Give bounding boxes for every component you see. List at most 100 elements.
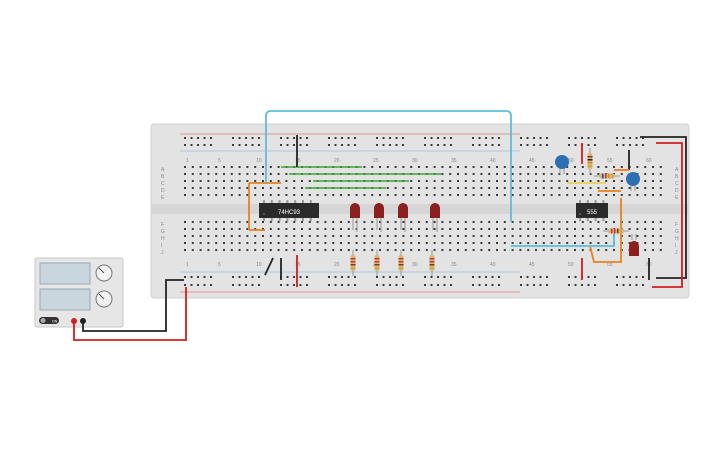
breadboard-hole[interactable] [207,173,210,175]
breadboard-hole[interactable] [605,166,608,168]
breadboard-hole[interactable] [433,242,436,244]
breadboard-hole[interactable] [386,235,389,237]
breadboard-hole[interactable] [199,221,202,223]
breadboard-hole[interactable] [443,144,446,146]
breadboard-hole[interactable] [566,194,569,196]
breadboard-hole[interactable] [498,137,500,139]
resistor-icon[interactable] [429,250,435,276]
breadboard-hole[interactable] [410,228,413,230]
breadboard-hole[interactable] [389,137,391,139]
breadboard-hole[interactable] [379,249,381,251]
breadboard-hole[interactable] [308,228,311,230]
breadboard-hole[interactable] [635,284,638,286]
breadboard-hole[interactable] [425,180,428,182]
breadboard-hole[interactable] [410,221,413,223]
breadboard-hole[interactable] [441,166,444,168]
breadboard-hole[interactable] [636,235,639,237]
breadboard-hole[interactable] [354,144,356,146]
breadboard-hole[interactable] [332,249,335,251]
breadboard-hole[interactable] [581,180,584,182]
psu-ground-wire[interactable] [82,279,184,332]
breadboard-hole[interactable] [340,228,342,230]
breadboard-hole[interactable] [480,194,483,196]
breadboard-hole[interactable] [464,249,467,251]
breadboard-hole[interactable] [659,194,662,196]
breadboard-hole[interactable] [286,144,289,146]
breadboard-hole[interactable] [511,228,514,230]
breadboard-hole[interactable] [246,221,249,223]
breadboard-hole[interactable] [402,249,405,251]
breadboard-hole[interactable] [184,194,186,196]
breadboard-hole[interactable] [526,144,529,146]
breadboard-hole[interactable] [589,187,592,189]
breadboard-hole[interactable] [199,187,202,189]
breadboard-hole[interactable] [496,235,498,237]
breadboard-hole[interactable] [203,137,206,139]
breadboard-hole[interactable] [232,137,234,139]
breadboard-hole[interactable] [232,144,234,146]
breadboard-hole[interactable] [449,173,452,175]
breadboard-hole[interactable] [542,242,545,244]
breadboard-hole[interactable] [230,166,233,168]
breadboard-hole[interactable] [418,194,420,196]
breadboard-hole[interactable] [587,276,590,278]
breadboard-hole[interactable] [587,144,590,146]
breadboard-hole[interactable] [539,144,542,146]
breadboard-hole[interactable] [245,284,247,286]
breadboard-hole[interactable] [511,221,514,223]
breadboard-hole[interactable] [441,221,444,223]
breadboard-hole[interactable] [293,228,296,230]
breadboard-hole[interactable] [251,137,254,139]
breadboard-hole[interactable] [597,180,600,182]
breadboard-hole[interactable] [238,249,241,251]
breadboard-hole[interactable] [574,242,576,244]
breadboard-hole[interactable] [550,221,553,223]
breadboard-hole[interactable] [382,137,385,139]
breadboard-hole[interactable] [550,228,553,230]
breadboard-hole[interactable] [526,284,529,286]
breadboard-hole[interactable] [238,235,241,237]
breadboard-hole[interactable] [574,173,576,175]
breadboard-hole[interactable] [184,187,186,189]
breadboard-hole[interactable] [511,180,514,182]
breadboard-hole[interactable] [223,242,225,244]
breadboard-hole[interactable] [230,228,233,230]
breadboard-hole[interactable] [546,284,548,286]
breadboard-hole[interactable] [184,173,186,175]
breadboard-hole[interactable] [597,221,600,223]
breadboard-hole[interactable] [262,221,264,223]
breadboard-hole[interactable] [574,284,577,286]
breadboard-hole[interactable] [191,166,194,168]
breadboard-hole[interactable] [191,194,194,196]
breadboard-hole[interactable] [636,166,639,168]
breadboard-hole[interactable] [527,235,530,237]
breadboard-hole[interactable] [581,228,584,230]
breadboard-hole[interactable] [433,228,436,230]
breadboard-hole[interactable] [301,242,303,244]
breadboard-hole[interactable] [389,144,391,146]
breadboard-hole[interactable] [197,276,199,278]
breadboard-hole[interactable] [574,144,577,146]
breadboard-hole[interactable] [324,249,327,251]
breadboard-hole[interactable] [223,235,225,237]
breadboard-hole[interactable] [203,144,206,146]
breadboard-hole[interactable] [230,249,233,251]
breadboard-hole[interactable] [191,242,194,244]
breadboard-hole[interactable] [308,235,311,237]
breadboard-hole[interactable] [371,249,374,251]
breadboard-hole[interactable] [472,137,474,139]
breadboard-hole[interactable] [402,276,404,278]
breadboard-hole[interactable] [566,173,569,175]
breadboard-hole[interactable] [457,166,459,168]
breadboard-hole[interactable] [527,173,530,175]
breadboard-hole[interactable] [636,187,639,189]
breadboard-hole[interactable] [340,249,342,251]
breadboard-hole[interactable] [306,284,308,286]
breadboard-hole[interactable] [280,137,282,139]
breadboard-hole[interactable] [207,235,210,237]
breadboard-hole[interactable] [410,249,413,251]
breadboard-hole[interactable] [558,242,561,244]
breadboard-hole[interactable] [246,235,249,237]
breadboard-hole[interactable] [410,242,413,244]
breadboard-hole[interactable] [293,242,296,244]
